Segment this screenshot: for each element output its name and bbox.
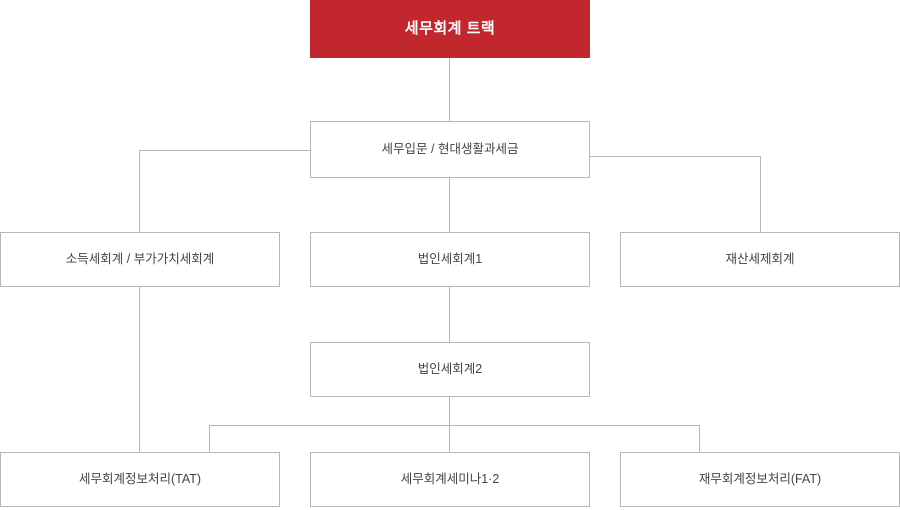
node-level2-1-label: 법인세회계1 [417,252,483,267]
node-level2-0: 소득세회계 / 부가가치세회계 [0,232,280,287]
connector-level4-left-v [209,425,210,452]
node-level1-0: 세무입문 / 현대생활과세금 [310,121,590,178]
node-level4-2-label: 재무회계정보처리(FAT) [698,472,822,487]
node-level2-1: 법인세회계1 [310,232,590,287]
connector-level1-left-h [139,150,311,151]
node-level4-2: 재무회계정보처리(FAT) [620,452,900,507]
node-level4-0-label: 세무회계정보처리(TAT) [78,472,202,487]
node-level4-1-label: 세무회계세미나1·2 [400,472,500,487]
connector-level2-to-level3 [449,287,450,342]
connector-level1-right-v [760,156,761,232]
connector-left-spine [139,287,140,452]
node-level1-0-label: 세무입문 / 현대생활과세금 [381,142,519,157]
node-level3-0-label: 법인세회계2 [417,362,483,377]
node-level2-0-label: 소득세회계 / 부가가치세회계 [65,252,215,267]
node-level4-1: 세무회계세미나1·2 [310,452,590,507]
connector-level1-right-h [589,156,761,157]
node-level3-0: 법인세회계2 [310,342,590,397]
connector-level3-center-v [449,397,450,452]
connector-level4-bus-h [209,425,700,426]
diagram-title-node: 세무회계 트랙 [310,0,590,58]
connector-level1-center-v [449,178,450,232]
node-level2-2: 재산세제회계 [620,232,900,287]
node-level4-0: 세무회계정보처리(TAT) [0,452,280,507]
connector-level4-right-v [699,425,700,452]
node-level2-2-label: 재산세제회계 [725,252,795,267]
diagram-title-label: 세무회계 트랙 [404,20,496,38]
connector-level1-left-v [139,150,140,232]
connector-title-to-level1 [449,58,450,121]
